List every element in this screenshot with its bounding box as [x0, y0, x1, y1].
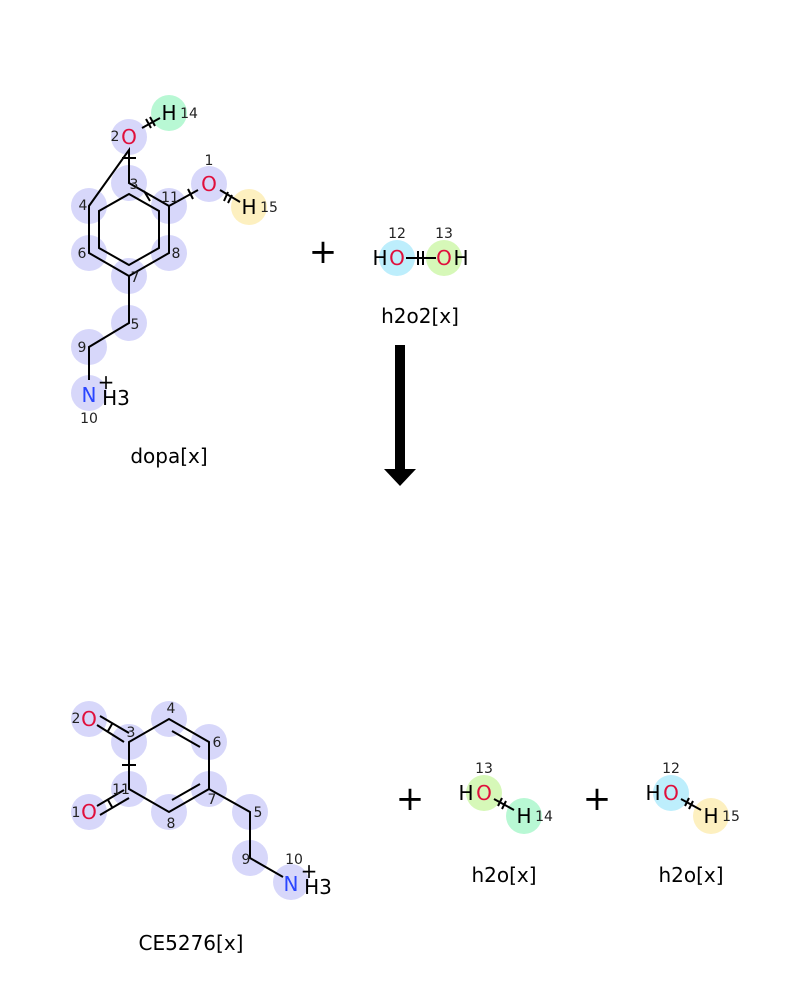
molecule-name-h2o: h2o[x]: [471, 863, 536, 887]
atom-number-5: 5: [254, 805, 263, 821]
atom-O2: O: [121, 125, 137, 149]
atom-O13: O: [476, 781, 492, 805]
bonds: [88, 116, 241, 380]
atom-H3: H3: [102, 386, 130, 410]
charge-plus: +: [98, 370, 115, 394]
atom-number-6: 6: [213, 735, 222, 751]
molecule-dopa: O H O H N H3 + 1 2 3 4 5 6 7 8 9 10 11 1…: [71, 95, 278, 468]
atom-H15: H: [241, 195, 256, 219]
plus-sign: +: [309, 232, 338, 272]
atom-number-15: 15: [260, 200, 278, 216]
atom-H15: H: [703, 804, 718, 828]
atom-number-10: 10: [80, 411, 98, 427]
molecule-h2o-2: H O H 12 15 h2o[x]: [645, 761, 739, 887]
atom-H3: H3: [304, 875, 332, 899]
atom-number-11: 11: [112, 782, 130, 798]
molecule-name-h2o2: h2o2[x]: [381, 304, 459, 328]
atom-N10: N: [284, 872, 299, 896]
atom-O2: O: [81, 707, 97, 731]
atom-H: H: [645, 781, 660, 805]
atom-H14: H: [161, 101, 176, 125]
molecule-h2o2: H O O H 12 13 h2o2[x]: [372, 226, 468, 328]
atom-number-10: 10: [285, 852, 303, 868]
atom-number-4: 4: [79, 198, 88, 214]
atom-H: H: [372, 246, 387, 270]
atom-number-9: 9: [242, 852, 251, 868]
atom-O1: O: [81, 800, 97, 824]
atom-O12: O: [389, 246, 405, 270]
atom-number-14: 14: [535, 809, 553, 825]
plus-sign: +: [396, 779, 425, 819]
atom-N10: N: [82, 383, 97, 407]
atom-O1: O: [201, 172, 217, 196]
atom-number-8: 8: [167, 816, 176, 832]
molecule-name-h2o: h2o[x]: [658, 863, 723, 887]
atom-number-8: 8: [172, 246, 181, 262]
reaction-arrow: [384, 345, 416, 486]
molecule-CE5276: O O N H3 + 1 2 3 4 5 6 7 8 9 10 11 CE527…: [71, 701, 332, 955]
atom-number-7: 7: [131, 270, 140, 286]
atom-number-1: 1: [72, 805, 81, 821]
atom-number-12: 12: [662, 761, 680, 777]
atom-number-1: 1: [205, 153, 214, 169]
atom-number-11: 11: [161, 190, 179, 206]
atom-H: H: [458, 781, 473, 805]
atom-H: H: [453, 246, 468, 270]
charge-plus: +: [301, 859, 318, 883]
atom-number-9: 9: [78, 340, 87, 356]
molecule-h2o-1: H O H 13 14 h2o[x]: [458, 761, 553, 887]
atom-number-4: 4: [167, 701, 176, 717]
atom-number-13: 13: [435, 226, 453, 242]
atom-number-6: 6: [78, 246, 87, 262]
molecule-name-CE5276: CE5276[x]: [139, 931, 244, 955]
atom-number-3: 3: [130, 177, 139, 193]
atom-number-3: 3: [127, 725, 136, 741]
atom-H14: H: [516, 804, 531, 828]
atom-O12: O: [663, 781, 679, 805]
molecule-name-dopa: dopa[x]: [130, 444, 207, 468]
atom-number-14: 14: [180, 106, 198, 122]
atom-number-5: 5: [131, 317, 140, 333]
atom-number-7: 7: [208, 792, 217, 808]
atom-number-2: 2: [111, 129, 120, 145]
atom-number-2: 2: [72, 711, 81, 727]
atom-number-15: 15: [722, 809, 740, 825]
atom-number-12: 12: [388, 226, 406, 242]
atom-number-13: 13: [475, 761, 493, 777]
atom-O13: O: [436, 246, 452, 270]
plus-sign: +: [583, 779, 612, 819]
